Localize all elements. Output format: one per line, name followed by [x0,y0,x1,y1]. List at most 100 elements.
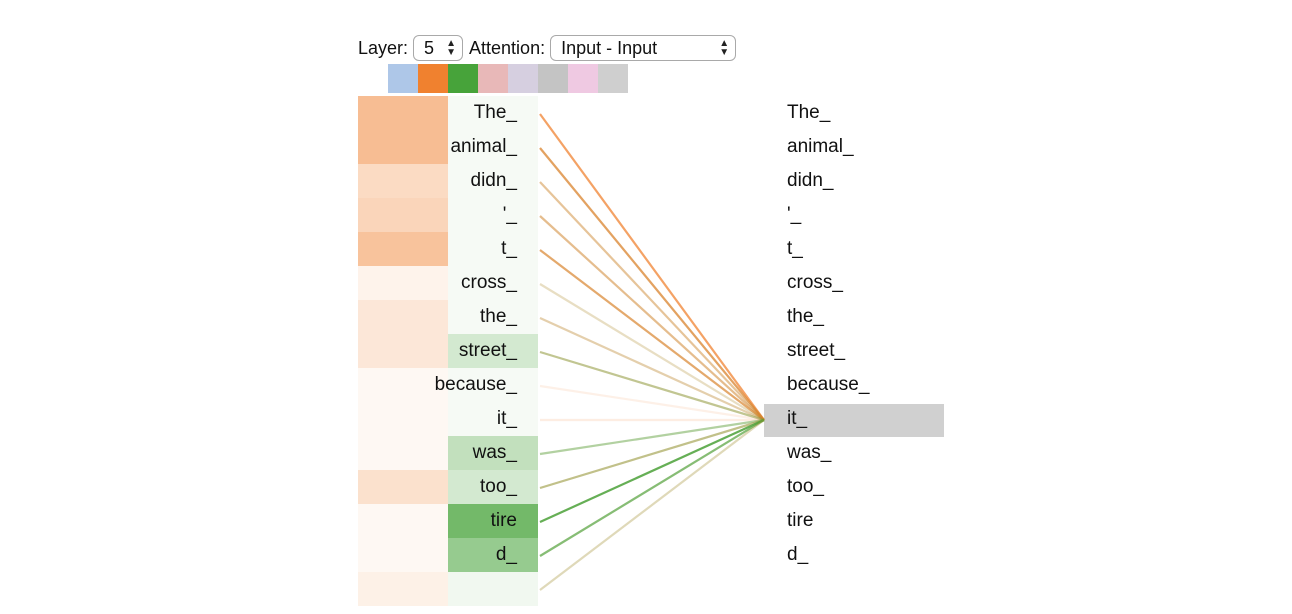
head-swatch-2[interactable] [418,64,448,93]
right-token[interactable]: didn_ [787,170,834,191]
attention-line-head2 [539,384,765,422]
attention-line-head3 [539,418,765,490]
head-swatch-1[interactable] [388,64,418,93]
attention-weight-head2 [358,504,448,538]
right-token[interactable]: '_ [787,204,802,225]
attention-line-head3 [539,419,765,591]
attention-line-head2 [539,418,765,490]
attention-line-head3 [539,350,765,422]
right-token[interactable]: too_ [787,476,824,497]
attention-weight-head2 [358,130,448,164]
right-token[interactable]: street_ [787,340,846,361]
left-token[interactable]: The_ [474,102,518,123]
left-token[interactable]: '_ [503,204,518,225]
attention-weight-head3 [448,572,538,606]
attention-line-head3 [539,418,765,524]
attention-weight-head3 [448,470,538,504]
head-swatch-3[interactable] [448,64,478,93]
attention-weight-head2 [358,470,448,504]
right-token[interactable]: was_ [786,442,832,463]
left-token[interactable]: cross_ [461,272,517,293]
left-token[interactable]: too_ [480,476,517,497]
left-token[interactable]: tire [491,510,517,531]
head-color-swatches [388,64,628,93]
attention-weight-head3 [448,334,538,368]
attention-weight-head3 [448,130,538,164]
selected-token-highlight [764,404,944,437]
attention-weight-head2 [358,436,448,470]
attention-weight-head2 [358,198,448,232]
left-token[interactable]: animal_ [450,136,517,157]
attention-weight-head2 [358,300,448,334]
attention-weight-head3 [448,198,538,232]
attention-weight-head2 [358,402,448,436]
attention-weight-head3 [448,300,538,334]
attention-label: Attention: [469,37,546,58]
attention-weight-head2 [358,96,448,130]
attention-weight-head3 [448,368,538,402]
left-token[interactable]: d_ [496,544,518,565]
head-swatch-7[interactable] [568,64,598,93]
attention-line-head3 [539,283,765,421]
attention-line-head3 [539,418,765,456]
select-arrows-icon: ▲▼ [446,38,457,58]
attention-line-head3 [539,419,765,557]
left-token[interactable]: t_ [501,238,517,259]
left-token[interactable]: was_ [472,442,518,463]
select-arrows-icon: ▲▼ [719,38,730,58]
right-token[interactable]: the_ [787,306,824,327]
head-swatch-6[interactable] [538,64,568,93]
right-token[interactable]: t_ [787,238,803,259]
attention-weight-head3 [448,164,538,198]
attention-weight-head2 [358,334,448,368]
attention-line-head2 [539,113,765,421]
head-swatch-4[interactable] [478,64,508,93]
attention-select-value: Input - Input [561,37,658,58]
attention-line-head2 [539,215,765,421]
attention-type-select[interactable]: Input - Input ▲▼ [550,35,737,61]
attention-weight-head2 [358,164,448,198]
attention-line-head2 [539,249,765,421]
attention-line-head3 [539,316,765,422]
attention-weight-head2 [358,232,448,266]
attention-line-head2 [539,350,765,422]
attention-weight-head3 [448,266,538,300]
attention-weight-head2 [358,572,448,606]
left-token[interactable]: the_ [480,306,517,327]
attention-line-head3 [539,181,765,421]
attention-weight-head3 [448,538,538,572]
attention-line-head2 [539,147,765,421]
right-token[interactable]: cross_ [787,272,843,293]
attention-line-head3 [539,215,765,421]
left-token[interactable]: it_ [497,408,518,429]
attention-weight-head3 [448,504,538,538]
attention-line-head2 [539,419,765,591]
right-token[interactable]: because_ [787,374,870,395]
attention-line-head3 [539,147,765,421]
attention-line-head3 [539,249,765,421]
attention-line-head2 [539,316,765,422]
left-token[interactable]: street_ [459,340,518,361]
attention-line-head2 [539,418,765,456]
left-token[interactable]: didn_ [471,170,518,191]
head-swatch-8[interactable] [598,64,628,93]
layer-select[interactable]: 5 ▲▼ [413,35,464,61]
attention-weight-head3 [448,402,538,436]
attention-weight-head2 [358,368,448,402]
right-token[interactable]: tire [787,510,813,531]
attention-weight-head3 [448,436,538,470]
layer-select-value: 5 [424,37,435,58]
attention-weight-head3 [448,232,538,266]
layer-label: Layer: [358,37,409,58]
attention-line-head2 [539,181,765,421]
right-token[interactable]: animal_ [787,136,854,157]
left-token[interactable]: because_ [435,374,518,395]
right-token[interactable]: The_ [787,102,831,123]
right-token[interactable]: d_ [787,544,809,565]
right-token[interactable]: it_ [787,408,808,429]
head-swatch-5[interactable] [508,64,538,93]
attention-weight-head2 [358,266,448,300]
attention-weight-head2 [358,538,448,572]
attention-controls: Layer: 5 ▲▼ Attention: Input - Input ▲▼ [358,33,737,63]
